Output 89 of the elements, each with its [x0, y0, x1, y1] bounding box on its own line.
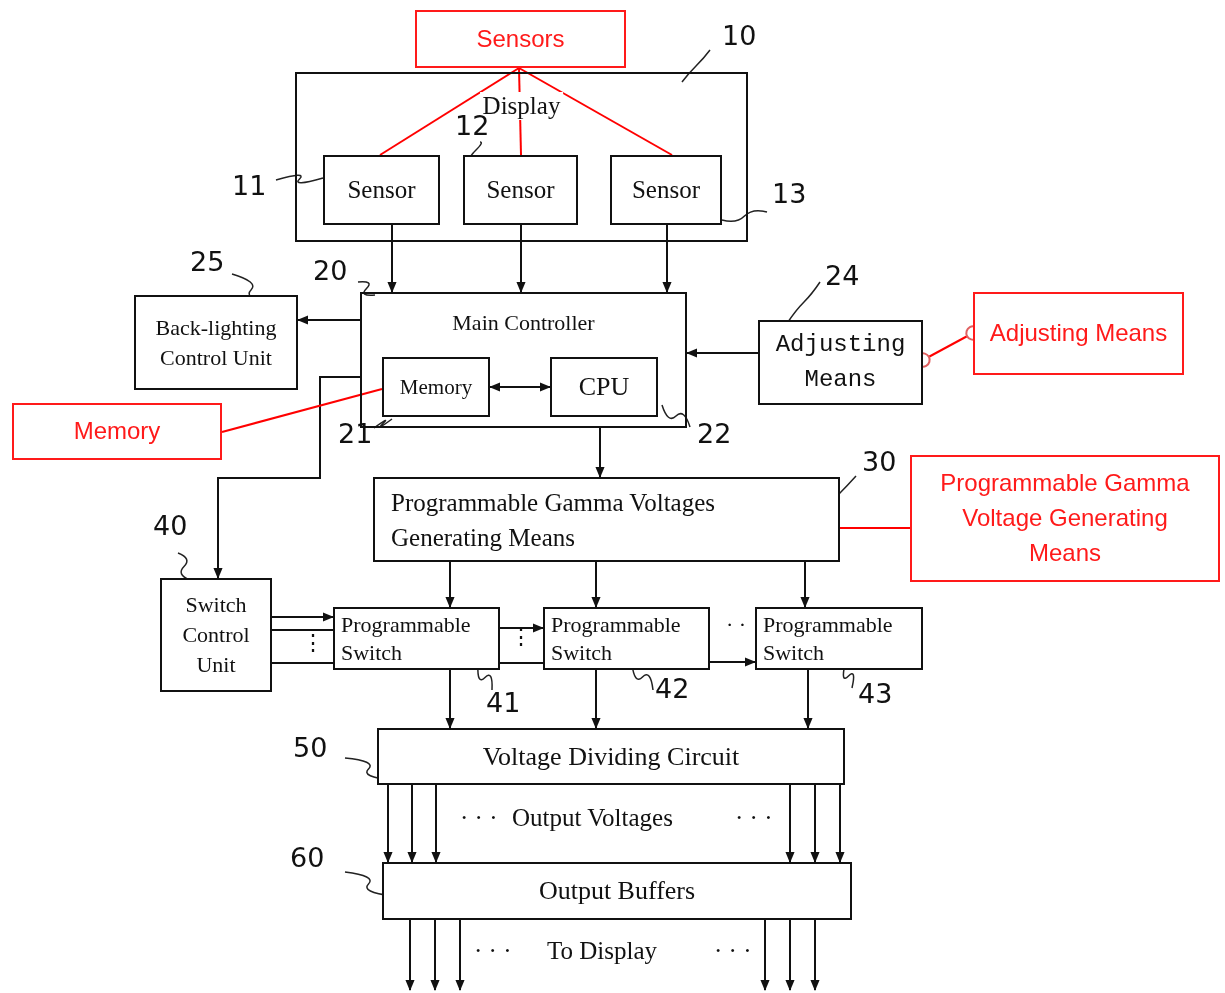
- arrow: [445, 669, 455, 729]
- block-label: CPU: [578, 372, 630, 402]
- block-box: [755, 607, 923, 670]
- callout-line: [379, 67, 520, 156]
- reference-number: 41: [486, 687, 521, 718]
- block-box: [134, 295, 298, 390]
- reference-number: 13: [772, 178, 807, 209]
- reference-number: 25: [190, 246, 225, 277]
- arrow: [297, 315, 361, 325]
- arrow: [591, 561, 601, 608]
- ellipsis-mark: ⋮: [301, 630, 325, 656]
- block-box: [160, 578, 272, 692]
- connector-line: [271, 629, 334, 631]
- arrow: [835, 784, 845, 863]
- arrow: [383, 784, 393, 863]
- arrow: [516, 224, 526, 293]
- block-box: [377, 728, 845, 785]
- reference-number: 40: [153, 510, 188, 541]
- block-label: Output Buffers: [538, 876, 696, 906]
- block-label: Voltage Dividing Circuit: [482, 741, 740, 772]
- reference-number: 50: [293, 732, 328, 763]
- callout-label: Adjusting Means: [989, 318, 1168, 349]
- block-box: [323, 155, 440, 225]
- block-label: Switch Control Unit: [181, 591, 251, 679]
- arrow: [489, 382, 551, 392]
- arrow: [800, 561, 810, 608]
- arrow: [803, 669, 813, 729]
- arrow: [785, 784, 795, 863]
- callout-box: [12, 403, 222, 460]
- arrow: [431, 784, 441, 863]
- reference-number: 42: [655, 673, 690, 704]
- reference-number: 20: [313, 255, 348, 286]
- arrow: [595, 427, 605, 478]
- arrow: [662, 224, 672, 293]
- arrow: [430, 919, 440, 991]
- block-box: [373, 477, 840, 562]
- arrow: [455, 919, 465, 991]
- connector-line: [499, 662, 544, 664]
- arrow: [760, 919, 770, 991]
- callout-label: Memory: [73, 416, 161, 447]
- callout-line: [518, 67, 673, 156]
- arrow: [810, 919, 820, 991]
- callout-line: [839, 527, 911, 529]
- reference-number: 43: [858, 678, 893, 709]
- reference-number: 10: [722, 20, 757, 51]
- block-label: Back-lighting Control Unit: [154, 313, 278, 372]
- arrow: [407, 784, 417, 863]
- callout-box: [973, 292, 1184, 375]
- block-box: [382, 357, 490, 417]
- block-label: Sensor: [486, 176, 555, 204]
- block-label: Adjusting Means: [774, 329, 907, 395]
- block-container: [295, 72, 748, 242]
- arrow: [785, 919, 795, 991]
- reference-number: 24: [825, 260, 860, 291]
- reference-number: 30: [862, 446, 897, 477]
- reference-number: 60: [290, 842, 325, 873]
- block-box: [382, 862, 852, 920]
- block-box: [543, 607, 710, 670]
- reference-number: 11: [232, 170, 267, 201]
- block-label: Memory: [399, 374, 473, 400]
- block-box: [758, 320, 923, 405]
- arrow: [405, 919, 415, 991]
- arrow: [387, 224, 397, 293]
- arrow: [445, 561, 455, 608]
- block-label: Programmable Switch: [341, 611, 472, 666]
- callout-label: Sensors: [476, 23, 565, 54]
- block-box: [463, 155, 578, 225]
- ellipsis-mark: · ·: [725, 612, 748, 638]
- block-label: Programmable Switch: [763, 611, 894, 666]
- block-label: Programmable Switch: [551, 611, 682, 666]
- connector-line: [271, 662, 334, 664]
- arrow: [709, 657, 756, 667]
- callout-box: [910, 455, 1220, 582]
- arrow: [686, 348, 759, 358]
- arrow: [499, 623, 544, 633]
- callout-label: Programmable Gamma Voltage Generating Means: [940, 468, 1190, 568]
- callout-box: [415, 10, 626, 68]
- reference-number: 22: [697, 418, 732, 449]
- block-box: [550, 357, 658, 417]
- callout-line: [221, 388, 383, 433]
- block-label: Sensor: [347, 176, 416, 204]
- block-label: Sensor: [631, 176, 701, 204]
- block-box: [333, 607, 500, 670]
- block-label: Programmable Gamma Voltages Generating Means: [391, 487, 716, 553]
- arrow: [271, 612, 334, 622]
- arrow: [591, 669, 601, 729]
- arrow: [213, 376, 361, 579]
- block-box: [610, 155, 722, 225]
- arrow: [810, 784, 820, 863]
